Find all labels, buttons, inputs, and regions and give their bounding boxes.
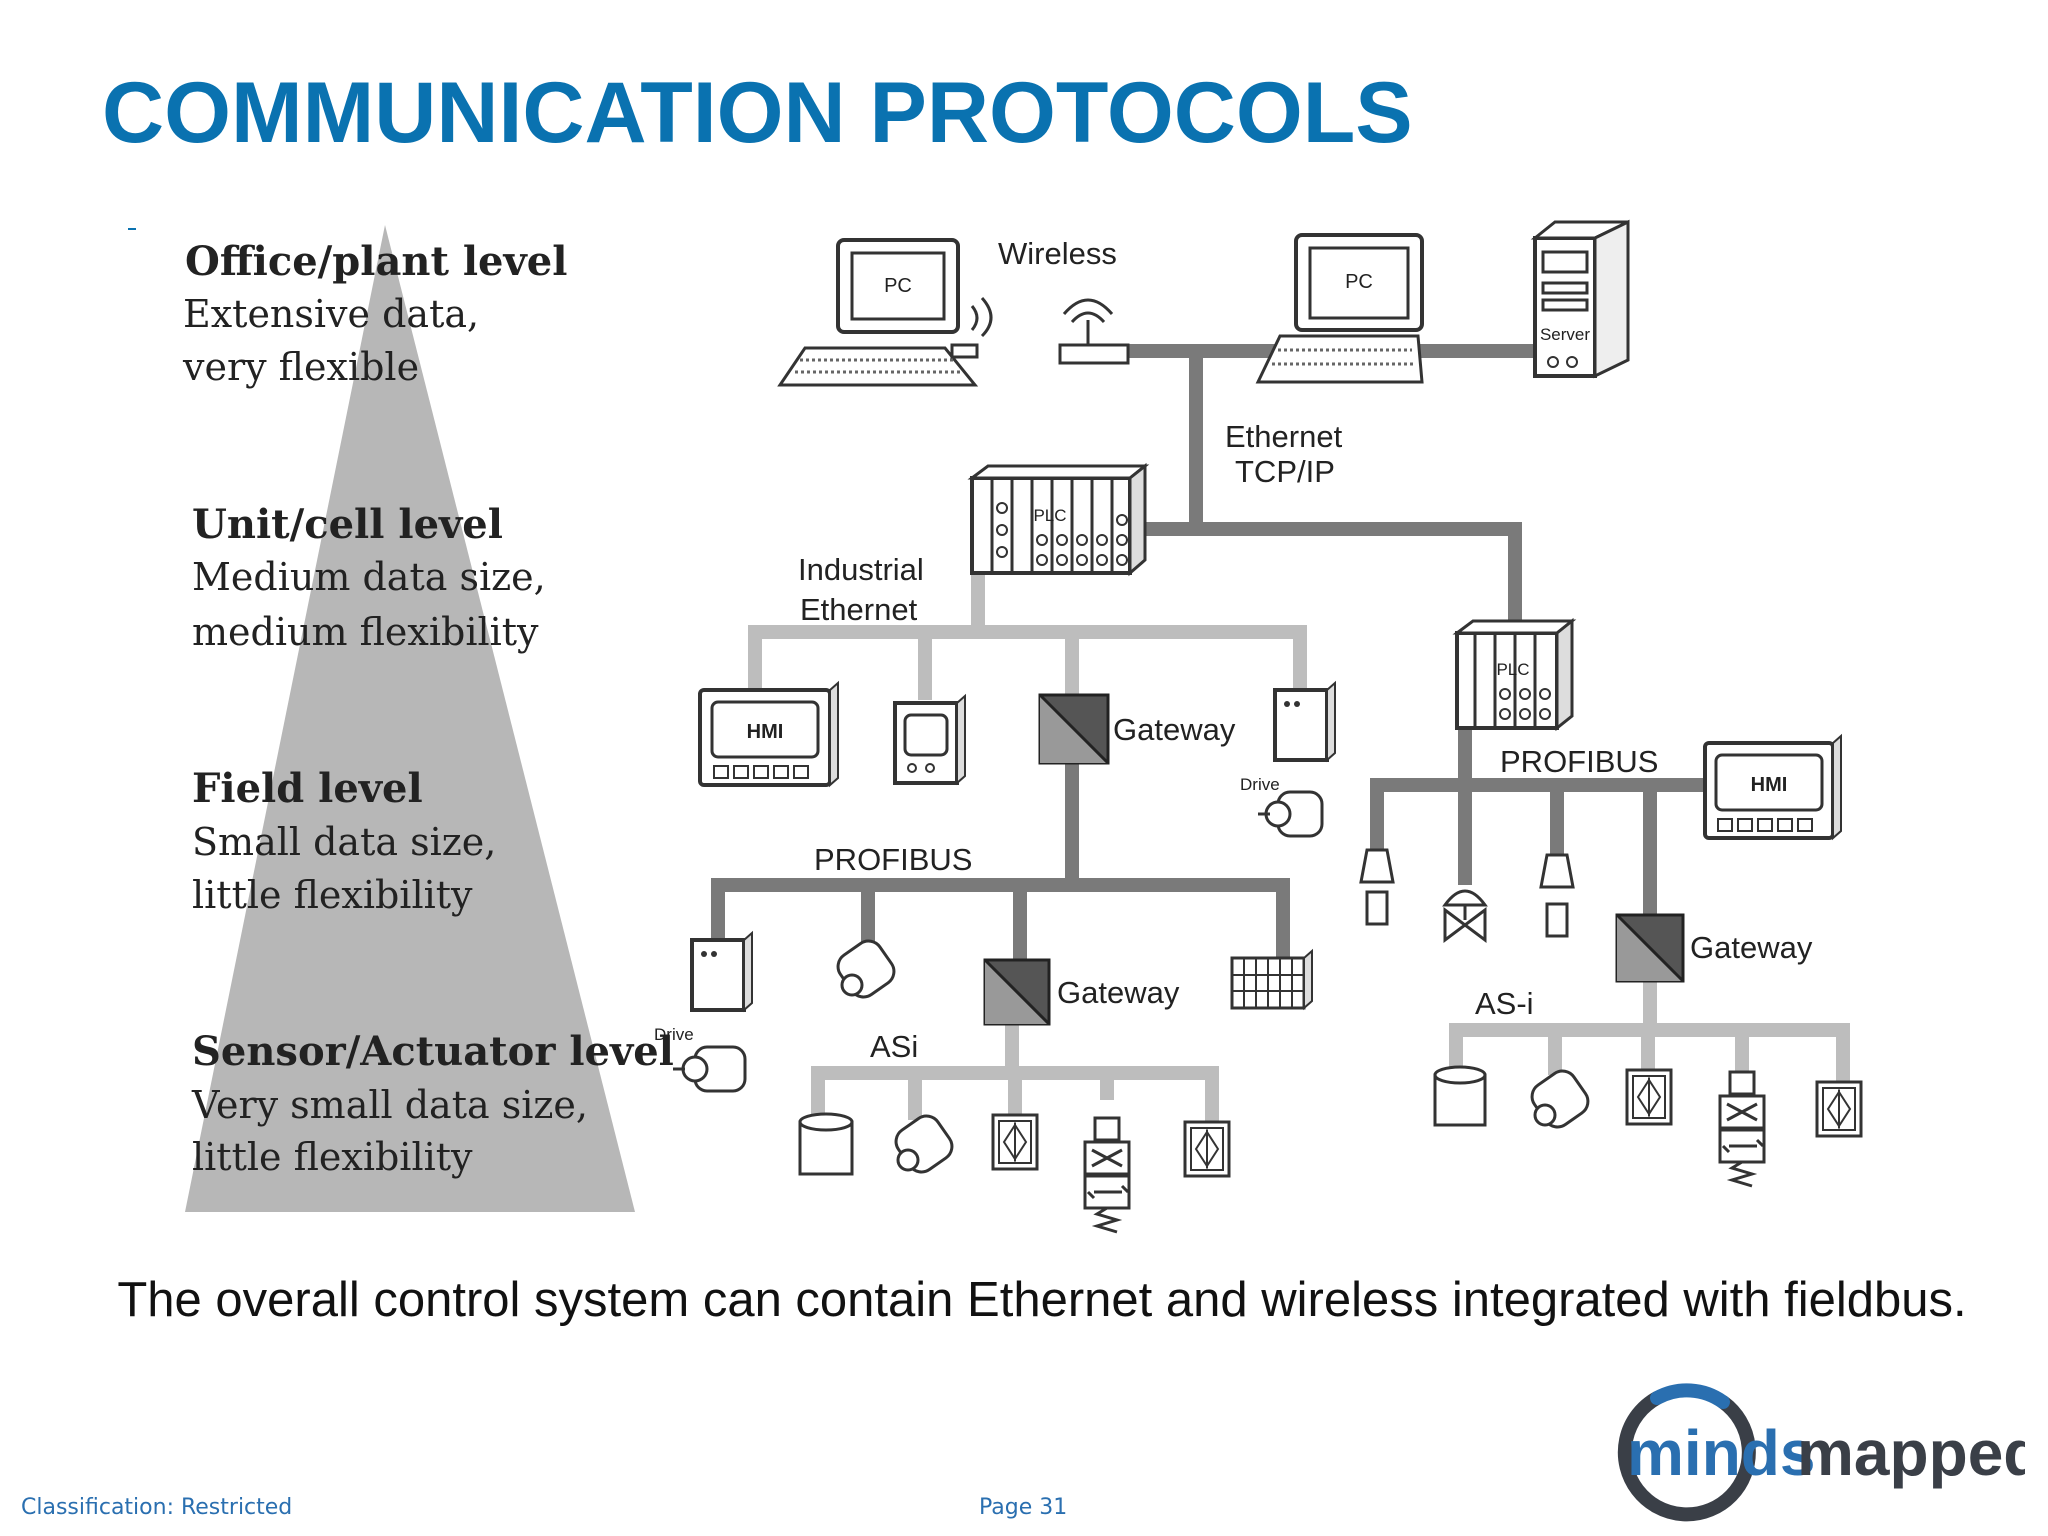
hmi-right: HMI	[1703, 733, 1842, 841]
gateway-mid-label: Gateway	[1057, 975, 1180, 1010]
drive-field-label: Drive	[654, 1025, 694, 1044]
asi-label: ASi	[870, 1029, 918, 1064]
hmi-left-label: HMI	[747, 721, 784, 743]
panel-device	[893, 693, 966, 786]
valve-left	[1083, 1116, 1131, 1234]
profibus-left-label: PROFIBUS	[814, 842, 972, 877]
slide-title: COMMUNICATION PROTOCOLS	[102, 65, 1413, 161]
plc-right-label: PLC	[1496, 660, 1529, 679]
drive-field: Drive	[654, 930, 753, 1093]
industrial-label: Industrial	[798, 552, 924, 587]
plc-main-label: PLC	[1033, 506, 1066, 525]
gateway-mid: Gateway	[983, 958, 1180, 1026]
mindsmapped-logo: minds mapped	[1617, 1383, 2025, 1522]
proximity-sensor-right-1	[1625, 1068, 1673, 1126]
as-i-label: AS-i	[1475, 986, 1534, 1021]
hmi-left: HMI	[698, 680, 839, 788]
hmi-right-label: HMI	[1751, 774, 1788, 796]
level-sensor-line2: little flexibility	[192, 1135, 473, 1179]
level-unit-title: Unit/cell level	[192, 501, 503, 548]
profibus-right-bus	[1370, 725, 1710, 920]
server-label: Server	[1540, 325, 1590, 344]
profibus-right-label: PROFIBUS	[1500, 744, 1658, 779]
level-office: Office/plant level Extensive data, very …	[182, 238, 567, 389]
pc-right-label: PC	[1345, 271, 1373, 293]
level-office-line1: Extensive data,	[183, 292, 479, 336]
sensor-cylinder-left	[798, 1112, 854, 1176]
control-valve	[1442, 889, 1488, 943]
encoder-asi-right	[1530, 1069, 1590, 1129]
encoder-field	[836, 939, 896, 999]
level-field: Field level Small data size, little flex…	[192, 765, 496, 917]
page-number: Page 31	[979, 1495, 1068, 1520]
plc-main: PLC	[967, 462, 1150, 577]
proximity-sensor-left-2	[1183, 1120, 1231, 1178]
level-field-title: Field level	[192, 765, 423, 812]
asi-left-bus	[811, 1025, 1219, 1122]
encoder-asi-left	[894, 1114, 954, 1174]
wireless-access-point: Wireless	[998, 236, 1130, 365]
profibus-left-bus	[711, 760, 1290, 975]
gateway-right-label: Gateway	[1690, 930, 1813, 965]
bullet-marker	[128, 228, 136, 230]
level-sensor-title: Sensor/Actuator level	[192, 1028, 674, 1075]
level-sensor-1	[1359, 848, 1395, 926]
industrial-ethernet-label: Ethernet	[800, 592, 918, 627]
level-unit-line1: Medium data size,	[192, 555, 546, 599]
wireless-label: Wireless	[998, 236, 1117, 271]
level-sensor-line1: Very small data size,	[191, 1083, 588, 1127]
classification-label: Classification: Restricted	[21, 1495, 293, 1520]
level-office-title: Office/plant level	[185, 238, 567, 285]
drive-top: Drive	[1240, 680, 1336, 838]
valve-right	[1718, 1070, 1766, 1188]
logo-text-mapped: mapped	[1797, 1417, 2025, 1489]
pc-right: PC	[1255, 233, 1424, 384]
ethernet-label: Ethernet	[1225, 419, 1343, 454]
gateway-top: Gateway	[1038, 693, 1236, 765]
plc-right: PLC	[1452, 617, 1577, 732]
slide-caption: The overall control system can contain E…	[117, 1273, 1967, 1327]
gateway-top-label: Gateway	[1113, 712, 1236, 747]
ethernet-bus	[1115, 344, 1540, 630]
proximity-sensor-left-1	[991, 1113, 1039, 1171]
industrial-ethernet-bus	[748, 575, 1307, 700]
level-field-line1: Small data size,	[192, 820, 496, 864]
gateway-right: Gateway	[1615, 913, 1813, 983]
drive-top-label: Drive	[1240, 775, 1280, 794]
pc-wireless: PC	[777, 238, 993, 387]
pyramid-shape	[185, 225, 635, 1212]
level-sensor: Sensor/Actuator level Very small data si…	[191, 1028, 674, 1179]
proximity-sensor-right-2	[1815, 1080, 1863, 1138]
level-unit-line2: medium flexibility	[192, 610, 539, 654]
io-module	[1230, 948, 1313, 1011]
logo-text-minds: minds	[1627, 1417, 1815, 1489]
sensor-cylinder-right	[1433, 1065, 1487, 1127]
level-sensor-2	[1539, 853, 1575, 938]
server: Server	[1530, 219, 1630, 379]
pc-left-label: PC	[884, 275, 912, 297]
level-field-line2: little flexibility	[192, 873, 473, 917]
tcpip-label: TCP/IP	[1235, 454, 1335, 489]
level-office-line2: very flexible	[182, 345, 419, 389]
level-unit: Unit/cell level Medium data size, medium…	[192, 501, 546, 654]
